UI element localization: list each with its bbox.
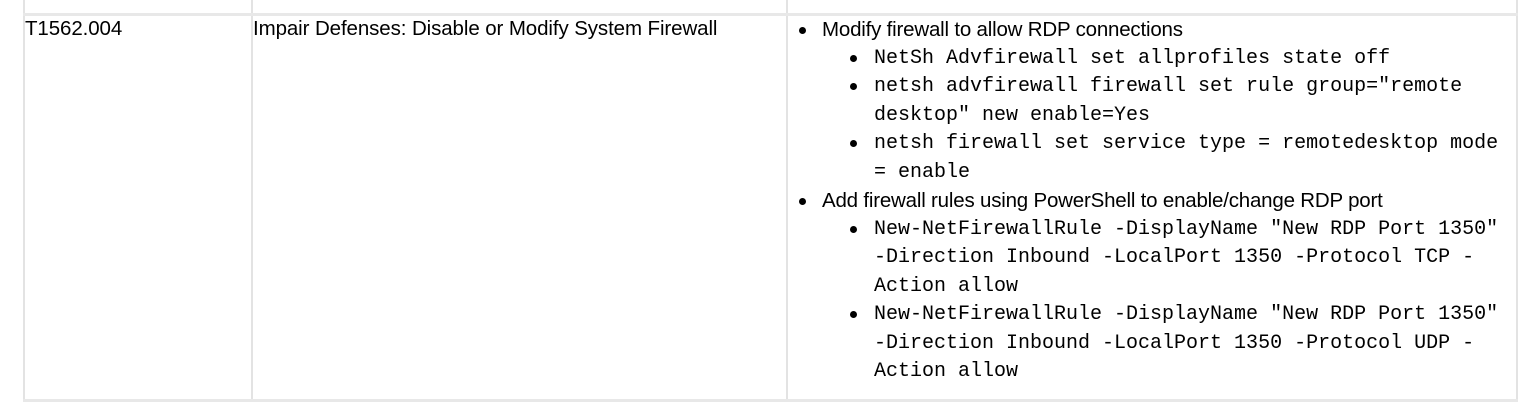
command-item: New-NetFirewallRule -DisplayName "New RD… <box>822 216 1516 302</box>
technique-table: T1562.004 Impair Defenses: Disable or Mo… <box>23 0 1518 402</box>
command-group-list: Modify firewall to allow RDP connections… <box>788 16 1516 387</box>
table-row[interactable]: T1562.004 Impair Defenses: Disable or Mo… <box>23 14 1518 402</box>
command-group: Add firewall rules using PowerShell to e… <box>788 187 1516 387</box>
table-row-clipped-above <box>23 0 1518 16</box>
command-group-heading: Modify firewall to allow RDP connections <box>822 18 1183 41</box>
technique-id-cell: T1562.004 <box>23 14 253 402</box>
commands-cell: Modify firewall to allow RDP connections… <box>786 14 1518 402</box>
command-item: NetSh Advfirewall set allprofiles state … <box>822 45 1516 74</box>
command-group: Modify firewall to allow RDP connections… <box>788 16 1516 187</box>
clipped-cell-commands <box>786 0 1518 16</box>
table-body: T1562.004 Impair Defenses: Disable or Mo… <box>23 0 1518 402</box>
command-item: New-NetFirewallRule -DisplayName "New RD… <box>822 301 1516 387</box>
command-item: netsh advfirewall firewall set rule grou… <box>822 73 1516 130</box>
command-item: netsh firewall set service type = remote… <box>822 130 1516 187</box>
command-list: NetSh Advfirewall set allprofiles state … <box>822 45 1516 188</box>
clipped-cell-id <box>23 0 253 16</box>
technique-name-cell: Impair Defenses: Disable or Modify Syste… <box>251 14 788 402</box>
command-group-heading: Add firewall rules using PowerShell to e… <box>822 189 1383 212</box>
clipped-cell-name <box>251 0 788 16</box>
command-list: New-NetFirewallRule -DisplayName "New RD… <box>822 216 1516 387</box>
